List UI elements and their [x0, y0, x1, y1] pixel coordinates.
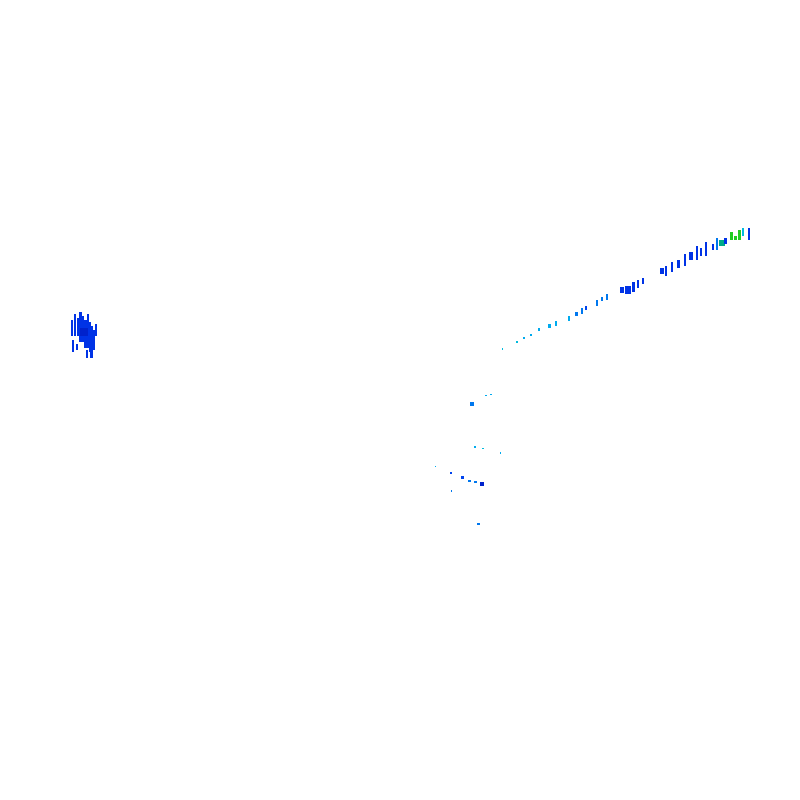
dense-cluster: [71, 312, 97, 358]
diagonal-streak: [502, 228, 750, 350]
scattered-points: [435, 394, 501, 525]
